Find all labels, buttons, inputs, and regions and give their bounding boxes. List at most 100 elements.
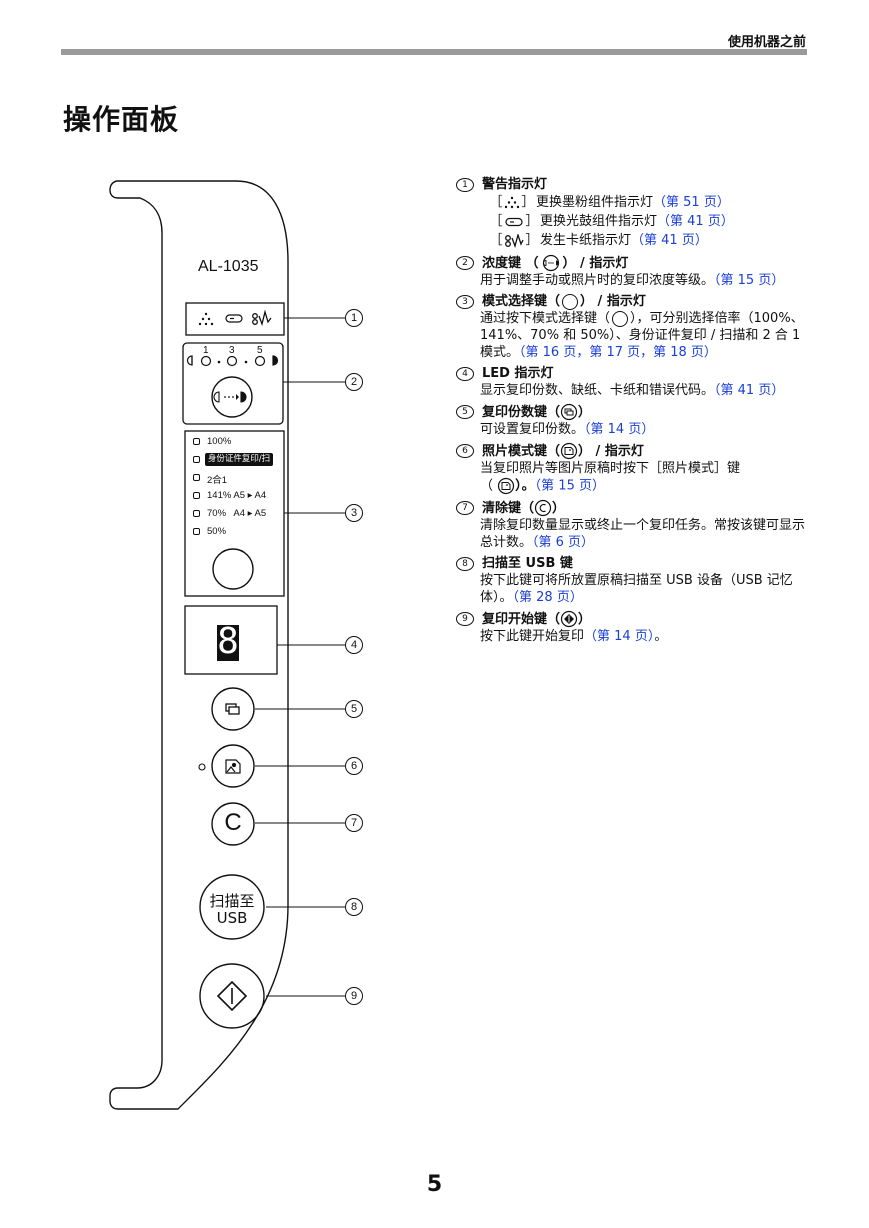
page-ref: （第 41 页） xyxy=(657,214,734,229)
mode-led-100 xyxy=(193,438,200,445)
misfeed-icon xyxy=(252,309,272,327)
item-number: 2 xyxy=(456,256,474,270)
item-number: 4 xyxy=(456,366,474,381)
callout-4: 4 xyxy=(345,636,363,654)
page-ref: （第 6 页） xyxy=(532,535,595,550)
page-ref: （第 14 页） xyxy=(584,422,655,437)
start-icon xyxy=(216,980,248,1012)
callout-6: 6 xyxy=(345,757,363,775)
copy-count-key xyxy=(211,687,255,731)
page-ref: （第 15 页） xyxy=(714,273,785,288)
mode-select-icon xyxy=(612,310,629,327)
mode-label-70: 70% A4 ▸ A5 xyxy=(207,508,267,519)
mode-led-2in1 xyxy=(193,474,200,481)
callout-5: 5 xyxy=(345,700,363,718)
page-ref: （第 14 页） xyxy=(584,629,655,644)
photo-icon xyxy=(498,477,515,495)
density-box xyxy=(182,342,284,425)
mode-led-id xyxy=(193,456,200,463)
drum-icon xyxy=(225,314,243,323)
usb-label-line-1: 扫描至 xyxy=(209,892,255,910)
toner-icon xyxy=(504,196,520,209)
scan-to-usb-key xyxy=(199,874,265,940)
mode-led-50 xyxy=(193,528,200,535)
mode-label-50: 50% xyxy=(207,526,227,537)
drum-row: ［ ］更换光鼓组件指示灯（第 41 页） xyxy=(489,214,734,229)
photo-indicator-led xyxy=(198,763,206,771)
photo-icon xyxy=(560,442,578,460)
clear-key xyxy=(211,802,255,846)
toner-row: ［ ］更换墨粉组件指示灯（第 51 页） xyxy=(489,195,730,210)
item-number: 9 xyxy=(456,612,474,626)
density-level-5: 5 xyxy=(257,345,263,356)
section-header: 使用机器之前 xyxy=(727,35,806,50)
density-arrow-icon xyxy=(213,391,247,403)
item-number: 5 xyxy=(456,405,474,419)
mode-label-100: 100% xyxy=(207,436,232,447)
page-ref: （第 28 页） xyxy=(512,590,583,605)
misfeed-icon xyxy=(505,233,524,248)
item-number: 1 xyxy=(456,177,474,192)
led-digit-background xyxy=(217,625,239,661)
operation-panel-illustration: AL-1035 1 3 5 100% 身份证件复印/扫描 2合1 141% A5… xyxy=(0,0,400,1228)
copies-icon xyxy=(560,403,578,421)
warning-indicator-box xyxy=(185,302,285,336)
led-display-box xyxy=(184,605,278,675)
misfeed-row: ［ ］发生卡纸指示灯（第 41 页） xyxy=(489,233,708,248)
page-number: 5 xyxy=(426,1172,443,1197)
page-ref: （第 15 页） xyxy=(534,478,605,494)
key-descriptions: 1 警告指示灯 ［ ］更换墨粉组件指示灯（第 51 页） ［ ］更换光鼓组件指示灯… xyxy=(456,176,816,649)
callout-2: 2 xyxy=(345,373,363,391)
density-key-icon xyxy=(542,254,559,272)
callout-7: 7 xyxy=(345,814,363,832)
start-icon xyxy=(560,610,578,628)
item-number: 6 xyxy=(456,444,474,458)
dark-half-circle-icon xyxy=(272,355,279,366)
photo-icon xyxy=(225,759,241,774)
mode-select-key xyxy=(212,548,254,590)
drum-icon xyxy=(505,217,523,226)
usb-label-line-2: USB xyxy=(216,909,248,927)
scan-to-usb-label: 扫描至 USB xyxy=(200,893,264,927)
clear-symbol: C xyxy=(224,809,242,836)
density-led-3 xyxy=(226,355,238,367)
led-digit: 8 xyxy=(217,621,239,662)
start-key xyxy=(199,963,265,1029)
callout-8: 8 xyxy=(345,898,363,916)
item-number: 8 xyxy=(456,556,474,571)
density-level-1: 1 xyxy=(203,345,209,356)
callout-9: 9 xyxy=(345,987,363,1005)
header-rule xyxy=(61,49,807,55)
mode-led-141 xyxy=(193,492,200,499)
light-half-circle-icon xyxy=(186,355,193,366)
page-ref: （第 51 页） xyxy=(653,195,730,210)
copies-icon xyxy=(225,703,240,715)
density-led-1 xyxy=(200,355,212,367)
mode-label-141: 141% A5 ▸ A4 xyxy=(207,490,267,501)
callout-1: 1 xyxy=(345,309,363,327)
mode-label-2in1: 2合1 xyxy=(207,475,228,486)
callout-3: 3 xyxy=(345,504,363,522)
mode-select-icon xyxy=(562,293,579,310)
toner-icon xyxy=(198,312,214,326)
page-ref: （第 41 页） xyxy=(714,383,785,398)
mode-label-id-copy: 身份证件复印/扫描 xyxy=(205,453,273,477)
density-key xyxy=(211,376,253,418)
panel-outline xyxy=(109,180,345,1110)
mode-led-70 xyxy=(193,510,200,517)
item-number: 7 xyxy=(456,501,474,515)
item-number: 3 xyxy=(456,294,474,309)
item-title: 警告指示灯 xyxy=(482,177,548,192)
page-title: 操作面板 xyxy=(63,103,180,136)
density-led-5 xyxy=(254,355,266,367)
density-level-3: 3 xyxy=(229,345,235,356)
page-ref: （第 16 页，第 17 页，第 18 页） xyxy=(519,345,717,360)
clear-icon xyxy=(534,499,552,517)
